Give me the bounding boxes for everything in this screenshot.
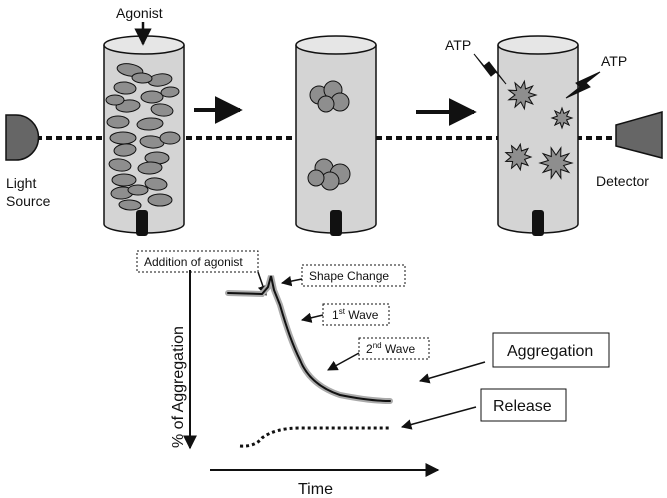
first-wave-box (322, 303, 390, 326)
first-wave-pointer-arrow (300, 312, 324, 323)
second-wave-box (358, 337, 430, 360)
release-box (480, 388, 567, 422)
activated-platelets (504, 79, 574, 180)
resting-platelet (140, 90, 164, 104)
resting-platelet (159, 131, 181, 145)
release-curve (239, 426, 390, 448)
activated-platelet (507, 79, 538, 111)
stir-bar (136, 210, 148, 236)
resting-platelet (147, 193, 173, 207)
resting-platelet (150, 103, 174, 117)
second-wave-label: 2nd Wave (366, 341, 415, 356)
resting-platelet (136, 117, 164, 131)
resting-platelet (105, 94, 125, 106)
y-axis-label: % of Aggregation (170, 326, 187, 448)
cuvette-resting-platelets (103, 35, 185, 236)
resting-platelet (137, 161, 163, 175)
resting-platelet (111, 173, 137, 187)
atp-label-right: ATP (601, 53, 627, 69)
light-source-icon (5, 114, 40, 161)
atp-label-left: ATP (445, 37, 471, 53)
light-source-label-line1: Light (6, 175, 36, 191)
second-wave-pointer-arrow (327, 352, 360, 371)
addition-of-agonist-label: Addition of agonist (144, 255, 243, 269)
resting-platelet (113, 143, 137, 157)
resting-platelet (106, 115, 130, 129)
resting-platelet (109, 131, 137, 145)
resting-platelet (113, 81, 137, 95)
light-source-label-line2: Source (6, 193, 51, 209)
stir-bar (330, 210, 342, 236)
release-pointer-arrow (400, 406, 477, 430)
shape-change-label: Shape Change (309, 269, 389, 283)
cuvette-shape-change (295, 35, 377, 236)
addition-of-agonist-box (136, 250, 259, 273)
aggregation-label: Aggregation (507, 343, 593, 360)
release-label: Release (493, 398, 552, 415)
shape-change-pointer-arrow (280, 275, 303, 287)
shape-change-box (301, 264, 406, 287)
aggregation-pointer-arrow (418, 361, 486, 384)
cuvette-aggregation (497, 35, 579, 236)
resting-platelet (160, 86, 180, 98)
lightning-bolt-icon-right (565, 71, 601, 99)
x-axis-label: Time (298, 481, 333, 498)
activated-platelet (538, 146, 574, 180)
aggregation-curve (227, 275, 391, 402)
detector-icon (615, 111, 663, 159)
stir-bar (532, 210, 544, 236)
resting-platelet (131, 72, 153, 84)
resting-platelet (118, 199, 142, 211)
activated-platelet (504, 142, 533, 172)
activated-platelet (550, 106, 574, 130)
platelet-cluster-top (309, 80, 350, 113)
aggregation-box (492, 332, 610, 368)
detector-label: Detector (596, 173, 649, 189)
lightning-bolt-icon-left (473, 53, 507, 85)
agonist-label: Agonist (116, 5, 163, 21)
resting-platelet (144, 177, 168, 191)
platelet-cluster-bottom (307, 158, 351, 191)
first-wave-label: 1st Wave (332, 307, 379, 322)
resting-platelet (108, 158, 132, 172)
resting-platelet (127, 184, 149, 196)
resting-platelets (105, 63, 181, 211)
